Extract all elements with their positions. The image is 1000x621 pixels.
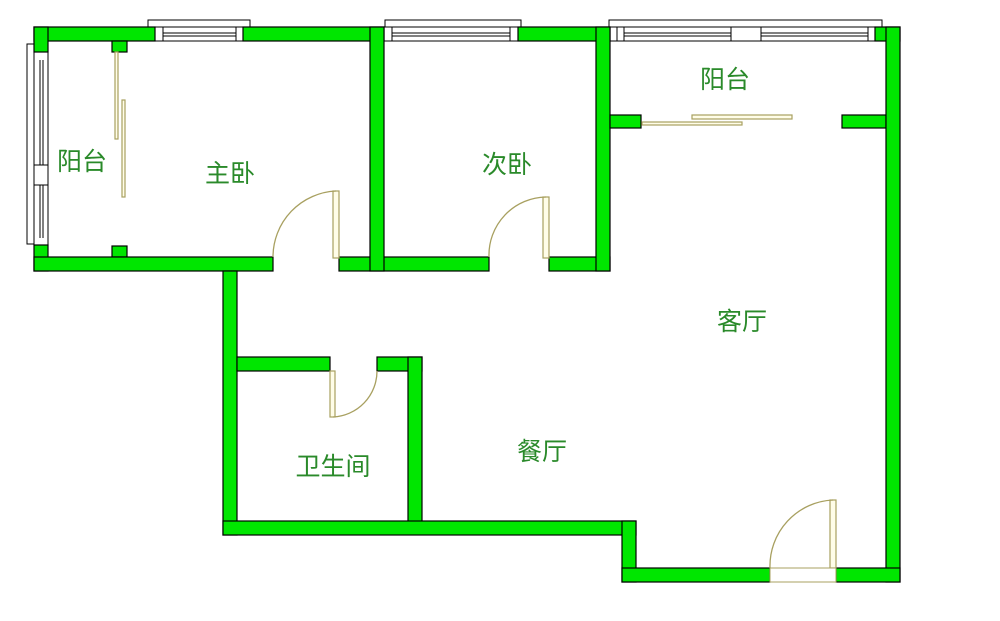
room-label-bathroom: 卫生间	[295, 452, 370, 481]
room-label-dining-room: 餐厅	[517, 437, 567, 466]
room-label-second-bedroom: 次卧	[482, 150, 532, 179]
doors	[114, 51, 837, 583]
room-label-master-bedroom: 主卧	[205, 159, 255, 188]
room-label-balcony-west: 阳台	[57, 147, 107, 176]
room-label-balcony-north: 阳台	[700, 65, 750, 94]
windows	[26, 19, 887, 246]
room-label-living-room: 客厅	[717, 307, 767, 336]
walls	[33, 26, 901, 583]
